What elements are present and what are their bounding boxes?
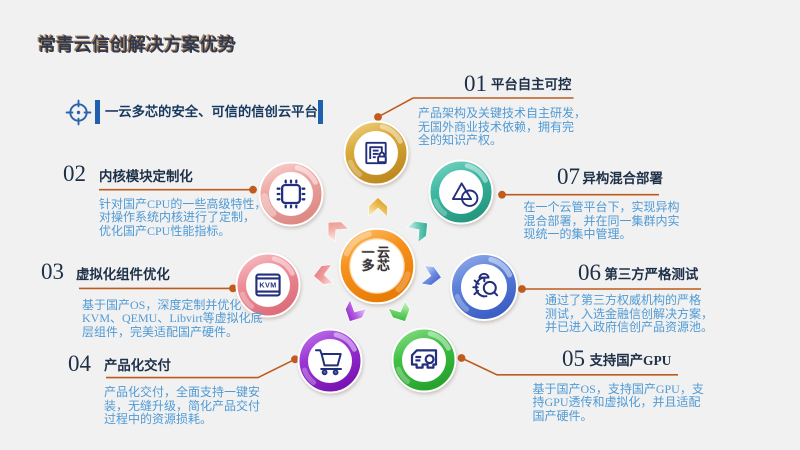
item-01-title: 平台自主可控 (491, 77, 572, 92)
chevron-green-icon (387, 300, 410, 322)
circle-01-platform (343, 120, 409, 186)
hub-label: 一云 多芯 (361, 245, 393, 273)
item-02-description: 针对国产CPU的一些高级特性， 对操作系统内核进行了定制， 优化国产CPU性能指… (99, 196, 267, 238)
svg-text:KVM: KVM (259, 281, 276, 290)
chevron-salmon-icon (327, 221, 348, 243)
item-01-description: 产品架构及关键技术自主研发， 无国外商业技术依赖，拥有完 全的知识产权。 (418, 106, 587, 148)
circle-02-kernel (258, 161, 324, 227)
subtitle-left-bar (95, 99, 100, 124)
shopping-cart-icon (315, 349, 342, 376)
connector-dots (229, 113, 526, 364)
circle-06-testing (449, 253, 518, 322)
hub-circle (338, 227, 416, 304)
item-03-description: 基于国产OS，深度定制并优化 KVM、QEMU、Libvirt等虚拟化底 层组件… (82, 297, 263, 339)
item-05-number: 05 (562, 346, 585, 371)
item-02-number: 02 (63, 161, 86, 186)
circle-07-hybrid (428, 159, 494, 225)
item-01-number: 01 (464, 70, 487, 96)
hybrid-shapes-icon (451, 182, 479, 207)
connector-01 (377, 97, 574, 118)
cpu-chip-icon (276, 179, 306, 209)
crosshair-icon (65, 99, 92, 126)
item-05-description: 基于国产OS，支持国产GPU，支 持GPU透传和虚拟化，并且适配 国产硬件。 (532, 381, 704, 423)
circle-03-virtualization: KVM (235, 252, 301, 318)
item-06-title: 第三方严格测试 (604, 266, 699, 282)
item-02-title: 内核模块定制化 (99, 168, 193, 184)
chevron-red-icon (312, 263, 334, 285)
connector-05 (461, 357, 678, 376)
chevron-blue-icon (420, 264, 442, 286)
kvm-server-icon: KVM (255, 273, 281, 297)
chevron-teal-icon (406, 220, 428, 243)
item-06-description: 通过了第三方权威机构的严格 测试，入选金融信创解决方案， 并已进入政府信创产品资… (545, 293, 714, 335)
chevron-purple-icon (344, 300, 367, 322)
chevron-gold-icon (367, 197, 388, 217)
item-06-number: 06 (578, 259, 601, 285)
item-07-title: 异构混合部署 (582, 171, 663, 186)
bug-scan-icon (472, 273, 498, 298)
item-04-description: 产品化交付，全面支持一键安 装，无缝升级，简化产品交付 过程中的资源损耗。 (104, 385, 261, 427)
connector-04 (106, 358, 296, 379)
document-lock-icon (364, 141, 387, 164)
subtitle-right-bar (317, 99, 323, 124)
item-05-title: 支持国产GPU (589, 352, 672, 368)
item-07-number: 07 (557, 164, 580, 189)
subtitle: 一云多芯的安全、可信的信创云平台 (105, 103, 318, 119)
item-04-title: 产品化交付 (104, 358, 171, 373)
item-07-description: 在一个云管平台下，实现异构 混合部署，并在同一集群内实 现统一的集中管理。 (523, 200, 680, 242)
circle-05-gpu (391, 327, 456, 393)
item-03-title: 虚拟化组件优化 (76, 267, 170, 282)
item-03-number: 03 (41, 259, 64, 284)
item-04-number: 04 (68, 351, 91, 376)
gpu-card-icon (410, 349, 437, 369)
circle-04-delivery (297, 328, 363, 394)
page-title: 常青云信创解决方案优势 (38, 35, 236, 55)
